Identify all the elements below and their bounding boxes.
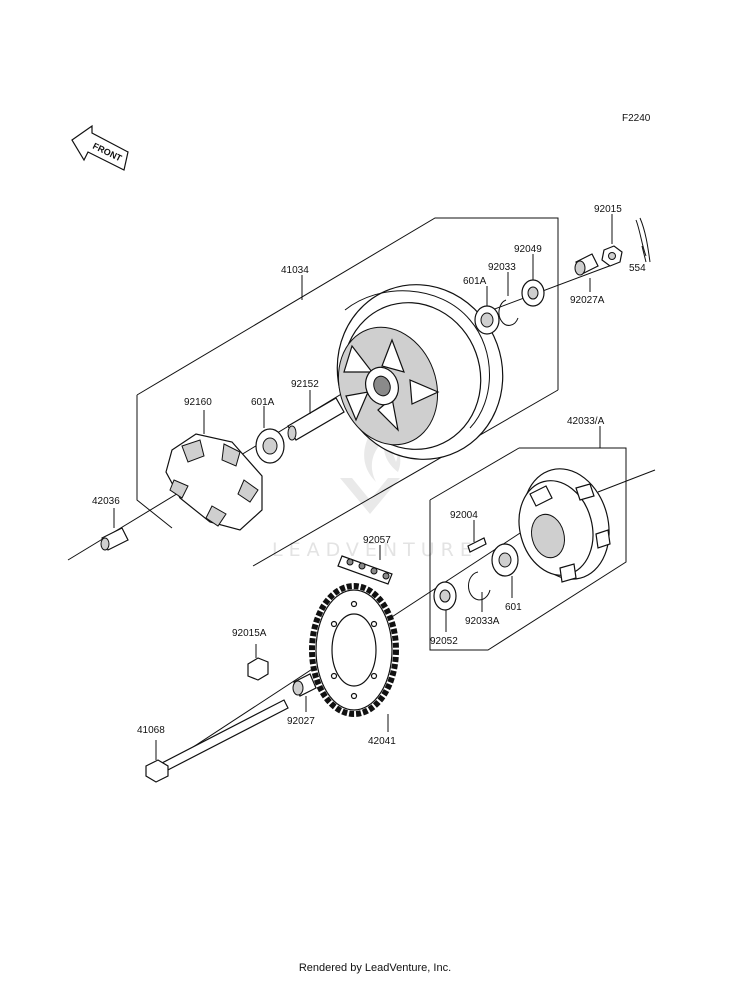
nut-92015 [601, 214, 623, 267]
label-41068: 41068 [137, 725, 165, 736]
label-92015a: 92015A [232, 628, 267, 639]
label-41034: 41034 [281, 265, 309, 276]
sprocket-coupling [518, 468, 611, 583]
seal-92052 [433, 581, 457, 632]
circlip-92033a [468, 571, 491, 612]
nut-92015a [247, 644, 269, 681]
collar-92027 [292, 673, 317, 712]
label-92033a: 92033A [465, 616, 500, 627]
bearing-601a [255, 406, 285, 464]
sleeve-92152 [287, 390, 345, 441]
footer-credit: Rendered by LeadVenture, Inc. [298, 962, 452, 974]
label-92049: 92049 [514, 244, 542, 255]
collar-92027a [574, 253, 599, 292]
front-arrow-icon: FRONT [71, 124, 129, 171]
circlip-92033 [498, 272, 519, 326]
frame-42033-a-top [429, 447, 520, 501]
frame-42033-a [429, 447, 627, 651]
frame-41034-top [136, 217, 559, 396]
axle-41068 [145, 699, 289, 783]
label-554: 554 [629, 263, 646, 274]
bearing-601a-top [474, 286, 500, 335]
label-92015: 92015 [594, 204, 622, 215]
frame-41034-bottom [252, 389, 559, 567]
watermark-text: LEADVENTURE [272, 539, 478, 561]
label-92033: 92033 [488, 262, 516, 273]
lower-axle-line-right [597, 469, 656, 493]
collar-42036 [100, 508, 129, 551]
damper-92160 [165, 410, 263, 531]
chain-92057 [337, 545, 393, 585]
label-92160: 92160 [184, 397, 212, 408]
watermark: LEADVENTURE [272, 430, 478, 561]
stud-92004 [467, 520, 487, 553]
label-601a-top: 601A [463, 276, 487, 287]
frame-41034-left [136, 395, 173, 529]
label-42036: 42036 [92, 496, 120, 507]
part-labels: 41034 92015 554 92049 92033 601A 92027A … [92, 204, 646, 747]
label-92027a: 92027A [570, 295, 605, 306]
sprocket-42041 [309, 583, 399, 732]
label-92004: 92004 [450, 510, 478, 521]
label-601a: 601A [251, 397, 275, 408]
label-92027: 92027 [287, 716, 315, 727]
label-601: 601 [505, 602, 522, 613]
figure-code: F2240 [622, 113, 651, 124]
bearing-601 [491, 543, 519, 598]
label-42033-a: 42033/A [567, 416, 605, 427]
label-42041: 42041 [368, 736, 396, 747]
seal-92049 [521, 254, 545, 307]
label-92152: 92152 [291, 379, 319, 390]
label-92052: 92052 [430, 636, 458, 647]
wheel-hub [336, 284, 504, 460]
cotter-pin-554 [635, 217, 651, 263]
label-92057: 92057 [363, 535, 391, 546]
